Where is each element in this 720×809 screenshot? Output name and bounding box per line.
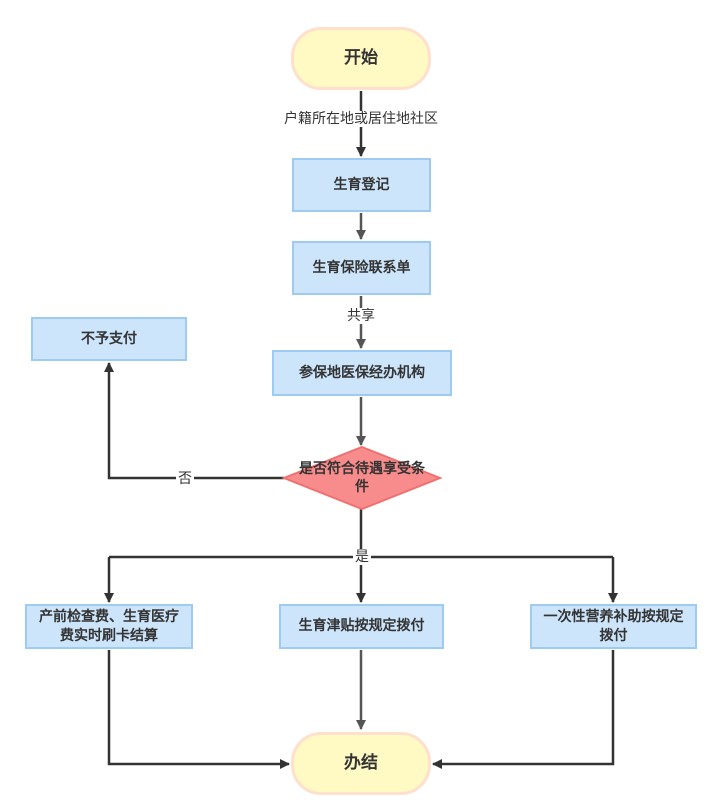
edge-label-decision-no: 否 bbox=[176, 471, 194, 487]
insurance-contact-form-node: 生育保险联系单 bbox=[292, 241, 431, 295]
start-node: 开始 bbox=[291, 27, 431, 90]
decision-label-wrap: 是否符合待遇享受条件 bbox=[296, 458, 428, 498]
edge-left-to-end bbox=[107, 650, 290, 769]
maternity-allowance-node: 生育津贴按规定拨付 bbox=[279, 604, 444, 649]
end-node: 办结 bbox=[291, 732, 431, 795]
insurance-contact-form-label: 生育保险联系单 bbox=[312, 259, 411, 276]
nutrition-subsidy-node: 一次性营养补助按规定拨付 bbox=[530, 604, 697, 649]
maternity-allowance-label: 生育津贴按规定拨付 bbox=[298, 618, 425, 634]
prenatal-settlement-label: 产前检查费、生育医疗费实时刷卡结算 bbox=[39, 608, 179, 644]
edge-label-decision-yes: 是 bbox=[353, 549, 371, 565]
start-label: 开始 bbox=[344, 48, 378, 68]
edge-label-form-to-agency: 共享 bbox=[345, 308, 377, 324]
no-payment-node: 不予支付 bbox=[31, 317, 187, 361]
no-payment-label: 不予支付 bbox=[81, 330, 137, 347]
birth-registration-label: 生育登记 bbox=[333, 176, 390, 193]
decision-label: 是否符合待遇享受条件 bbox=[299, 461, 425, 495]
prenatal-settlement-node: 产前检查费、生育医疗费实时刷卡结算 bbox=[25, 604, 193, 649]
decision-diamond bbox=[281, 445, 443, 511]
edge-decision-no bbox=[104, 362, 284, 480]
birth-registration-node: 生育登记 bbox=[292, 158, 431, 212]
edge-label-start-to-registration: 户籍所在地或居住地社区 bbox=[282, 111, 440, 127]
insured-agency-label: 参保地医保经办机构 bbox=[299, 364, 425, 381]
end-label: 办结 bbox=[344, 753, 378, 773]
nutrition-subsidy-label: 一次性营养补助按规定拨付 bbox=[543, 608, 684, 644]
edge-right-to-end bbox=[432, 650, 615, 769]
insured-agency-node: 参保地医保经办机构 bbox=[272, 350, 452, 396]
